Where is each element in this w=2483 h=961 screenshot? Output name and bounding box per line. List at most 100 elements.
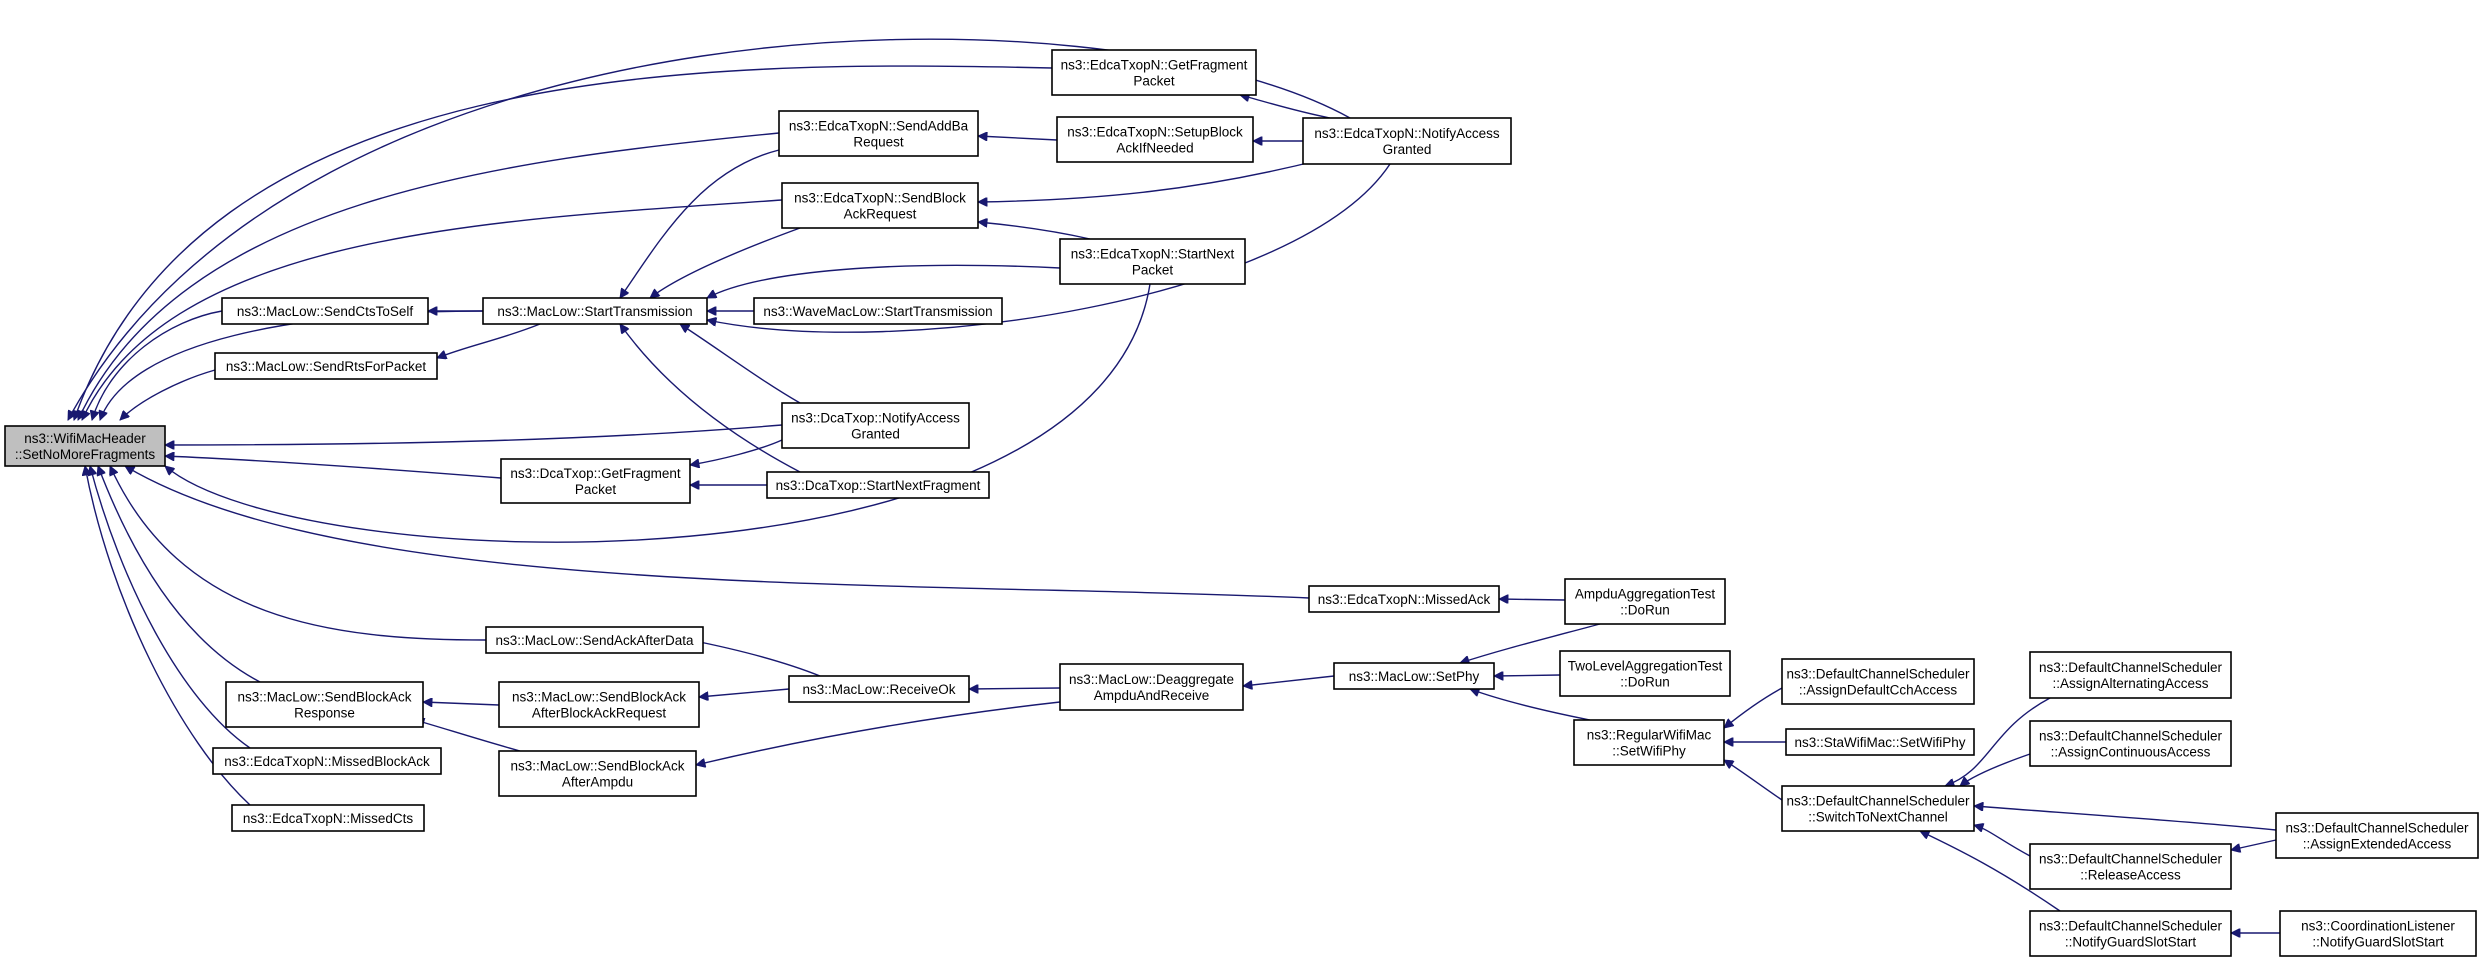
caller-function-node[interactable]: ns3::DefaultChannelScheduler::NotifyGuar…	[2029, 910, 2232, 957]
node-label: ns3::EdcaTxopN::StartNext	[1071, 247, 1235, 262]
node-label: ns3::MacLow::SendBlockAck	[237, 690, 411, 705]
node-label: ::AssignAlternatingAccess	[2052, 676, 2208, 691]
call-edge-n2-to-n0	[120, 369, 216, 420]
node-box	[1302, 117, 1512, 165]
node-label: ns3::DefaultChannelScheduler	[2285, 821, 2469, 836]
node-label: ns3::MacLow::StartTransmission	[497, 304, 692, 319]
call-edge-n8-to-n5	[978, 159, 1321, 202]
caller-function-node[interactable]: ns3::StaWifiMac::SetWifiPhy	[1785, 728, 1975, 756]
call-edge-n11-to-n12	[690, 439, 783, 465]
call-edge-n9-to-n0	[165, 283, 1151, 543]
caller-function-node[interactable]: ns3::DefaultChannelScheduler::SwitchToNe…	[1781, 785, 1975, 832]
node-label: ns3::DcaTxop::NotifyAccess	[791, 411, 960, 426]
caller-function-node[interactable]: ns3::DefaultChannelScheduler::ReleaseAcc…	[2029, 843, 2232, 890]
call-edge-n15-to-n14	[1499, 599, 1566, 600]
node-box	[1051, 49, 1257, 96]
call-edge-n21-to-n0	[85, 466, 251, 806]
caller-function-node[interactable]: ns3::MacLow::ReceiveOk	[788, 675, 970, 703]
caller-function-node[interactable]: ns3::DcaTxop::StartNextFragment	[766, 471, 990, 499]
caller-function-node[interactable]: ns3::CoordinationListener::NotifyGuardSl…	[2279, 910, 2477, 957]
node-label: ns3::MacLow::SendAckAfterData	[495, 633, 694, 648]
node-box	[1785, 728, 1975, 756]
node-box	[4, 425, 166, 467]
node-box	[2029, 910, 2232, 957]
node-label: ns3::MacLow::Deaggregate	[1069, 672, 1234, 687]
node-label: Response	[294, 706, 355, 721]
call-edge-n8-to-n3	[707, 163, 1391, 333]
node-box	[214, 352, 438, 380]
node-label: ns3::EdcaTxopN::MissedBlockAck	[224, 754, 430, 769]
node-box	[778, 110, 979, 157]
node-label: AmpduAndReceive	[1094, 688, 1210, 703]
caller-function-node[interactable]: ns3::RegularWifiMac::SetWifiPhy	[1573, 719, 1725, 766]
node-box	[788, 675, 970, 703]
node-box	[1056, 116, 1254, 163]
call-edge-n7-to-n4	[978, 136, 1058, 140]
node-box	[753, 297, 1003, 325]
node-label: Granted	[1383, 142, 1432, 157]
node-box	[485, 626, 704, 654]
node-label: Granted	[851, 427, 900, 442]
caller-function-node[interactable]: ns3::EdcaTxopN::MissedAck	[1308, 585, 1500, 613]
node-label: ns3::DefaultChannelScheduler	[2039, 852, 2223, 867]
node-label: ns3::MacLow::SendBlockAck	[512, 690, 686, 705]
node-label: ns3::DefaultChannelScheduler	[1786, 667, 1970, 682]
node-label: ns3::DefaultChannelScheduler	[2039, 660, 2223, 675]
node-box	[221, 297, 429, 325]
caller-function-node[interactable]: AmpduAggregationTest::DoRun	[1564, 578, 1726, 625]
call-edge-n11-to-n3	[680, 323, 801, 404]
caller-function-node[interactable]: ns3::DefaultChannelScheduler::AssignExte…	[2275, 812, 2479, 859]
node-label: ns3::EdcaTxopN::NotifyAccess	[1314, 126, 1500, 141]
node-label: ns3::DefaultChannelScheduler	[2039, 919, 2223, 934]
call-edge-n16-to-n0	[110, 466, 487, 641]
node-box	[212, 747, 442, 775]
node-box	[498, 750, 697, 797]
caller-function-node[interactable]: ns3::MacLow::SetPhy	[1333, 662, 1495, 690]
call-edge-n34-to-n32	[2231, 839, 2277, 850]
caller-function-node[interactable]: ns3::DefaultChannelScheduler::AssignAlte…	[2029, 651, 2232, 699]
caller-function-node[interactable]: ns3::EdcaTxopN::MissedCts	[231, 804, 425, 832]
call-edge-n31-to-n29	[1960, 753, 2031, 786]
root-function-node[interactable]: ns3::WifiMacHeader::SetNoMoreFragments	[4, 425, 166, 467]
node-label: ::AssignDefaultCchAccess	[1799, 683, 1958, 698]
node-label: ns3::DefaultChannelScheduler	[1786, 794, 1970, 809]
node-label: ns3::EdcaTxopN::SendBlock	[794, 191, 966, 206]
node-label: ::SwitchToNextChannel	[1808, 810, 1948, 825]
caller-function-node[interactable]: ns3::DefaultChannelScheduler::AssignDefa…	[1781, 658, 1975, 705]
node-label: ns3::RegularWifiMac	[1587, 728, 1712, 743]
node-box	[1059, 663, 1244, 711]
call-edge-n11-to-n0	[165, 424, 783, 445]
call-edge-n24-to-n23	[1243, 675, 1335, 686]
node-box	[1308, 585, 1500, 613]
caller-function-node[interactable]: TwoLevelAggregationTest::DoRun	[1559, 650, 1731, 697]
call-edge-n25-to-n24	[1494, 675, 1561, 676]
caller-function-node[interactable]: ns3::MacLow::SendCtsToSelf	[221, 297, 429, 325]
caller-function-node[interactable]: ns3::MacLow::SendBlockAckAfterBlockAckRe…	[498, 681, 700, 728]
call-edge-n17-to-n0	[98, 466, 261, 683]
node-label: AckRequest	[844, 207, 917, 222]
node-box	[231, 804, 425, 832]
caller-function-node[interactable]: ns3::MacLow::SendAckAfterData	[485, 626, 704, 654]
node-label: AfterAmpdu	[562, 775, 633, 790]
node-box	[2275, 812, 2479, 859]
caller-function-node[interactable]: ns3::MacLow::StartTransmission	[482, 297, 708, 325]
node-label: ::DoRun	[1620, 603, 1670, 618]
call-edge-n32-to-n29	[1974, 825, 2031, 857]
call-edge-n27-to-n26	[1724, 687, 1783, 728]
caller-function-node[interactable]: ns3::MacLow::SendRtsForPacket	[214, 352, 438, 380]
caller-function-node[interactable]: ns3::DefaultChannelScheduler::AssignCont…	[2029, 720, 2232, 767]
caller-function-node[interactable]: ns3::WaveMacLow::StartTransmission	[753, 297, 1003, 325]
caller-function-node[interactable]: ns3::EdcaTxopN::MissedBlockAck	[212, 747, 442, 775]
